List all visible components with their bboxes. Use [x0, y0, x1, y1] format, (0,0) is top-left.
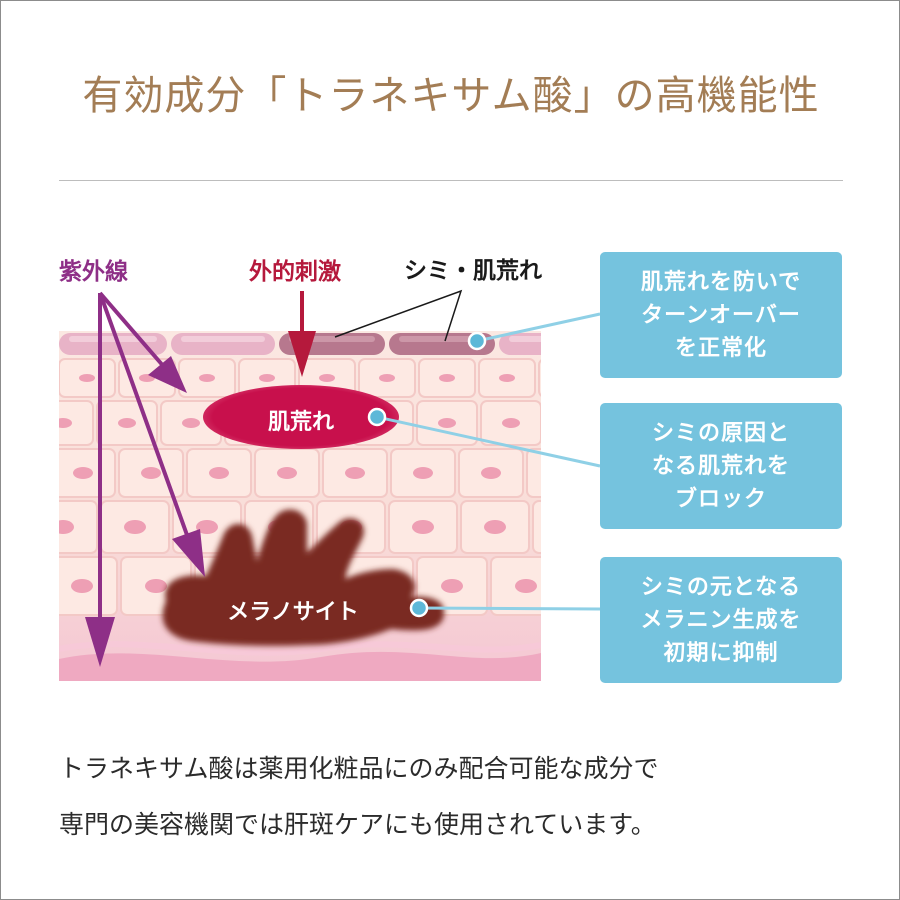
stimulus-arrow — [288, 291, 316, 377]
callout-line: なる肌荒れを — [651, 453, 790, 479]
spot-pointer-lines — [334, 289, 463, 342]
callout-line: 初期に抑制 — [663, 640, 779, 666]
spots-rough-skin-label: シミ・肌荒れ — [404, 258, 542, 284]
callout-line: ブロック — [674, 486, 767, 512]
page-title: 有効成分「トラネキサム酸」の高機能性 — [82, 73, 820, 119]
callout-line: シミの元となる — [640, 574, 802, 600]
uv-label: 紫外線 — [59, 259, 128, 285]
uv-arrowhead-melanocyte — [172, 529, 205, 577]
callout-line: シミの原因と — [651, 420, 790, 446]
callout-melanin-suppression: シミの元となる メラニン生成を 初期に抑制 — [600, 557, 842, 683]
callout-line: 肌荒れを防いで — [640, 269, 802, 295]
callout-line: メラニン生成を — [640, 607, 802, 633]
callout-line: を正常化 — [674, 335, 767, 361]
caption-line-1: トラネキサム酸は薬用化粧品にのみ配合可能な成分で — [59, 754, 659, 783]
uv-arrows — [85, 291, 205, 667]
uv-arrowhead-deep — [85, 617, 115, 667]
external-stimulus-label: 外的刺激 — [249, 259, 341, 285]
uv-arrowhead-surface — [148, 356, 187, 393]
dermis-layer — [59, 651, 541, 681]
callout-turnover: 肌荒れを防いで ターンオーバー を正常化 — [600, 252, 842, 378]
title-divider — [59, 180, 843, 181]
caption-line-2: 専門の美容機関では肝斑ケアにも使用されています。 — [59, 810, 656, 839]
box-connectors — [367, 312, 601, 618]
callout-block-rough-skin: シミの原因と なる肌荒れを ブロック — [600, 403, 842, 529]
callout-line: ターンオーバー — [641, 302, 801, 328]
melanocyte-cell — [162, 509, 445, 646]
rough-skin-blob — [203, 385, 399, 449]
melanocyte-label: メラノサイト — [227, 600, 359, 625]
rough-skin-label: 肌荒れ — [267, 410, 334, 435]
